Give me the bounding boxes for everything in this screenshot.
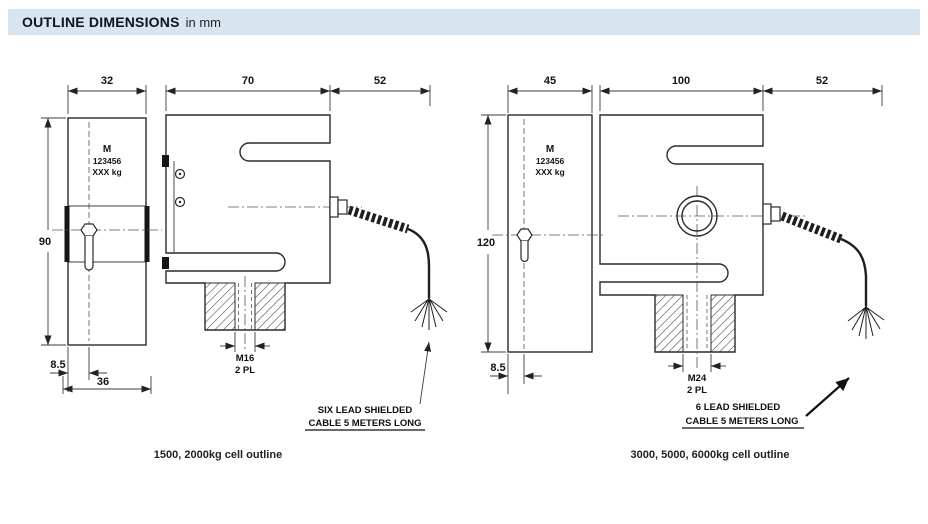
left-cable-note: SIX LEAD SHIELDED CABLE 5 METERS LONG bbox=[305, 341, 432, 431]
cable-gland bbox=[329, 196, 339, 218]
right-cell-drawing: 45 100 52 120 M 123456 XXX kg 8.5 bbox=[477, 75, 885, 429]
thread-section-left bbox=[204, 282, 236, 331]
dim-body-width: 70 bbox=[242, 75, 254, 87]
thread-size-label: M24 bbox=[688, 373, 707, 384]
left-side-view: M 123456 XXX kg bbox=[52, 117, 162, 346]
cable-note-line1: SIX LEAD SHIELDED bbox=[318, 405, 413, 416]
shackle-pin bbox=[520, 241, 529, 263]
thread-section-right bbox=[710, 294, 736, 353]
note-arrow bbox=[805, 377, 850, 417]
right-top-dimensions: 45 100 52 bbox=[507, 75, 883, 113]
tag-m-label: M bbox=[103, 144, 111, 155]
weld-mark-bottom bbox=[162, 257, 169, 269]
tag-serial: 123456 bbox=[93, 156, 122, 166]
dim-cable-length: 52 bbox=[816, 75, 828, 87]
unit-note: in mm bbox=[185, 14, 221, 30]
dim-cable-length: 52 bbox=[374, 75, 386, 87]
cable-note-line2: CABLE 5 METERS LONG bbox=[686, 416, 799, 427]
shackle-pin bbox=[84, 236, 94, 271]
clamp-band-right bbox=[144, 206, 150, 262]
thread-section-left bbox=[654, 294, 684, 353]
cable-frayed-end bbox=[410, 297, 448, 330]
cable-note-line2: CABLE 5 METERS LONG bbox=[309, 418, 422, 429]
dim-offset: 8.5 bbox=[50, 359, 65, 371]
cable-frayed-end bbox=[847, 305, 885, 339]
cable-corrugation bbox=[780, 211, 843, 244]
dim-height: 120 bbox=[477, 237, 495, 249]
shackle-nut bbox=[516, 228, 533, 242]
right-side-view: M 123456 XXX kg bbox=[492, 114, 606, 353]
cable-corrugation bbox=[347, 205, 410, 234]
thread-places-label: 2 PL bbox=[687, 385, 707, 396]
cable-nut bbox=[337, 199, 348, 215]
right-height-dimension: 120 bbox=[477, 114, 506, 353]
dim-body-width: 100 bbox=[672, 75, 690, 87]
cable-nut bbox=[770, 206, 781, 222]
header-bar: OUTLINE DIMENSIONS in mm bbox=[8, 9, 920, 35]
right-cable bbox=[762, 203, 885, 339]
tag-serial: 123456 bbox=[536, 156, 565, 166]
shackle-nut bbox=[80, 223, 98, 237]
left-height-dimension: 90 bbox=[39, 117, 66, 346]
left-top-dimensions: 32 70 52 bbox=[67, 75, 431, 114]
cable-gland bbox=[762, 203, 772, 225]
page-title: OUTLINE DIMENSIONS bbox=[22, 14, 180, 30]
center-hole-outer bbox=[676, 195, 718, 237]
clamp-band-left bbox=[64, 206, 70, 262]
left-front-view bbox=[162, 114, 362, 350]
left-bottom-dimensions: 8.5 36 bbox=[50, 347, 152, 394]
cable-note-line1: 6 LEAD SHIELDED bbox=[696, 402, 781, 413]
left-drawing-caption: 1500, 2000kg cell outline bbox=[153, 449, 283, 461]
right-cable-note: 6 LEAD SHIELDED CABLE 5 METERS LONG bbox=[682, 377, 850, 429]
center-hole-inner bbox=[681, 200, 713, 232]
right-thread-callout: M24 2 PL bbox=[668, 354, 726, 396]
weld-mark-top bbox=[162, 155, 169, 167]
dim-base-width: 36 bbox=[97, 376, 109, 388]
dim-side-width: 32 bbox=[101, 75, 113, 87]
right-bottom-dimensions: 8.5 bbox=[490, 354, 542, 394]
thread-places-label: 2 PL bbox=[235, 365, 255, 376]
right-front-view bbox=[599, 114, 806, 370]
left-thread-callout: M16 2 PL bbox=[220, 332, 270, 376]
dim-height: 90 bbox=[39, 236, 51, 248]
right-drawing-caption: 3000, 5000, 6000kg cell outline bbox=[630, 449, 790, 461]
thread-section-right bbox=[254, 282, 286, 331]
tag-m-label: M bbox=[546, 144, 554, 155]
tag-capacity: XXX kg bbox=[92, 167, 121, 177]
left-cable bbox=[329, 196, 448, 330]
dim-side-width: 45 bbox=[544, 75, 556, 87]
dim-offset: 8.5 bbox=[490, 362, 505, 374]
tag-capacity: XXX kg bbox=[535, 167, 564, 177]
left-cell-drawing: 32 70 52 90 M 123456 XXX kg bbox=[39, 75, 448, 431]
thread-size-label: M16 bbox=[236, 353, 254, 364]
